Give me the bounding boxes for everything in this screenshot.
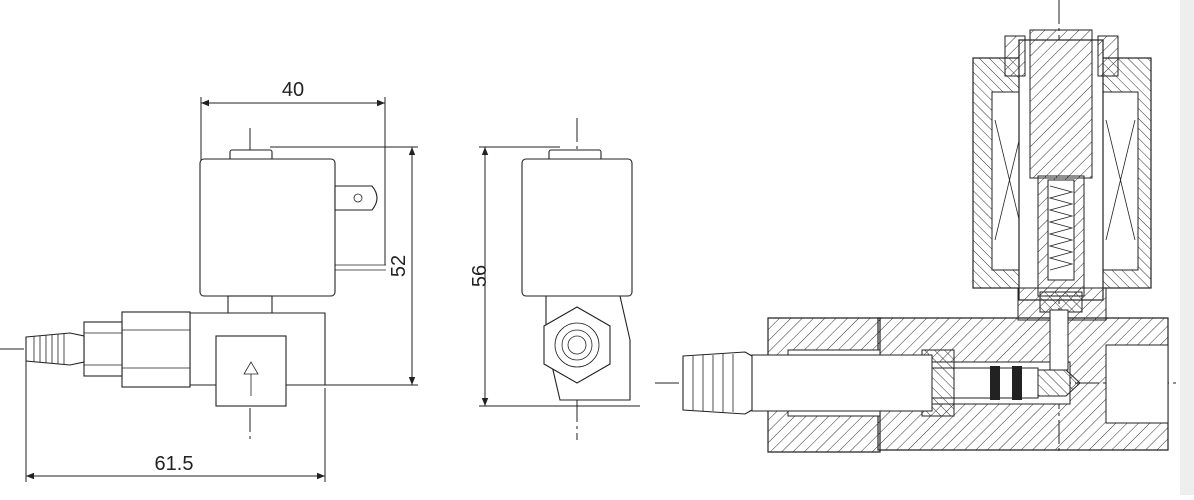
orifice-channel [1049,309,1069,371]
side-view: 40 52 61.5 [0,79,418,482]
dim-label-width: 40 [282,79,304,101]
knurled-knob [25,332,85,366]
spring [1048,185,1074,271]
section-knob-knurl [692,354,734,412]
o-ring [1012,366,1022,400]
front-port-ring [554,322,600,368]
dim-label-length: 61.5 [155,453,194,475]
dim-label-front-height: 56 [469,265,491,287]
front-port-ring [561,329,593,361]
terminal-hole [353,193,363,203]
coil-body [199,158,336,297]
dim-label-height: 52 [388,255,410,277]
needle-tip [1037,369,1081,397]
knob-knurl [33,334,65,364]
front-port-bore [567,335,587,355]
terminal-tab [334,185,378,211]
outlet-bore [1105,344,1169,424]
front-coil-body [521,158,633,297]
hex-nut [121,311,191,388]
fixed-core [1029,29,1093,179]
o-ring [990,366,1000,400]
page-edge [1180,0,1194,495]
section-view [655,0,1190,453]
front-hex-nut [543,306,611,384]
section-knob [682,351,753,415]
coil-winding-right [1102,91,1139,271]
adjuster-shaft [751,354,933,412]
flow-arrow-icon [243,361,259,396]
fitting-collar [83,321,123,377]
front-view: 56 [469,118,640,440]
